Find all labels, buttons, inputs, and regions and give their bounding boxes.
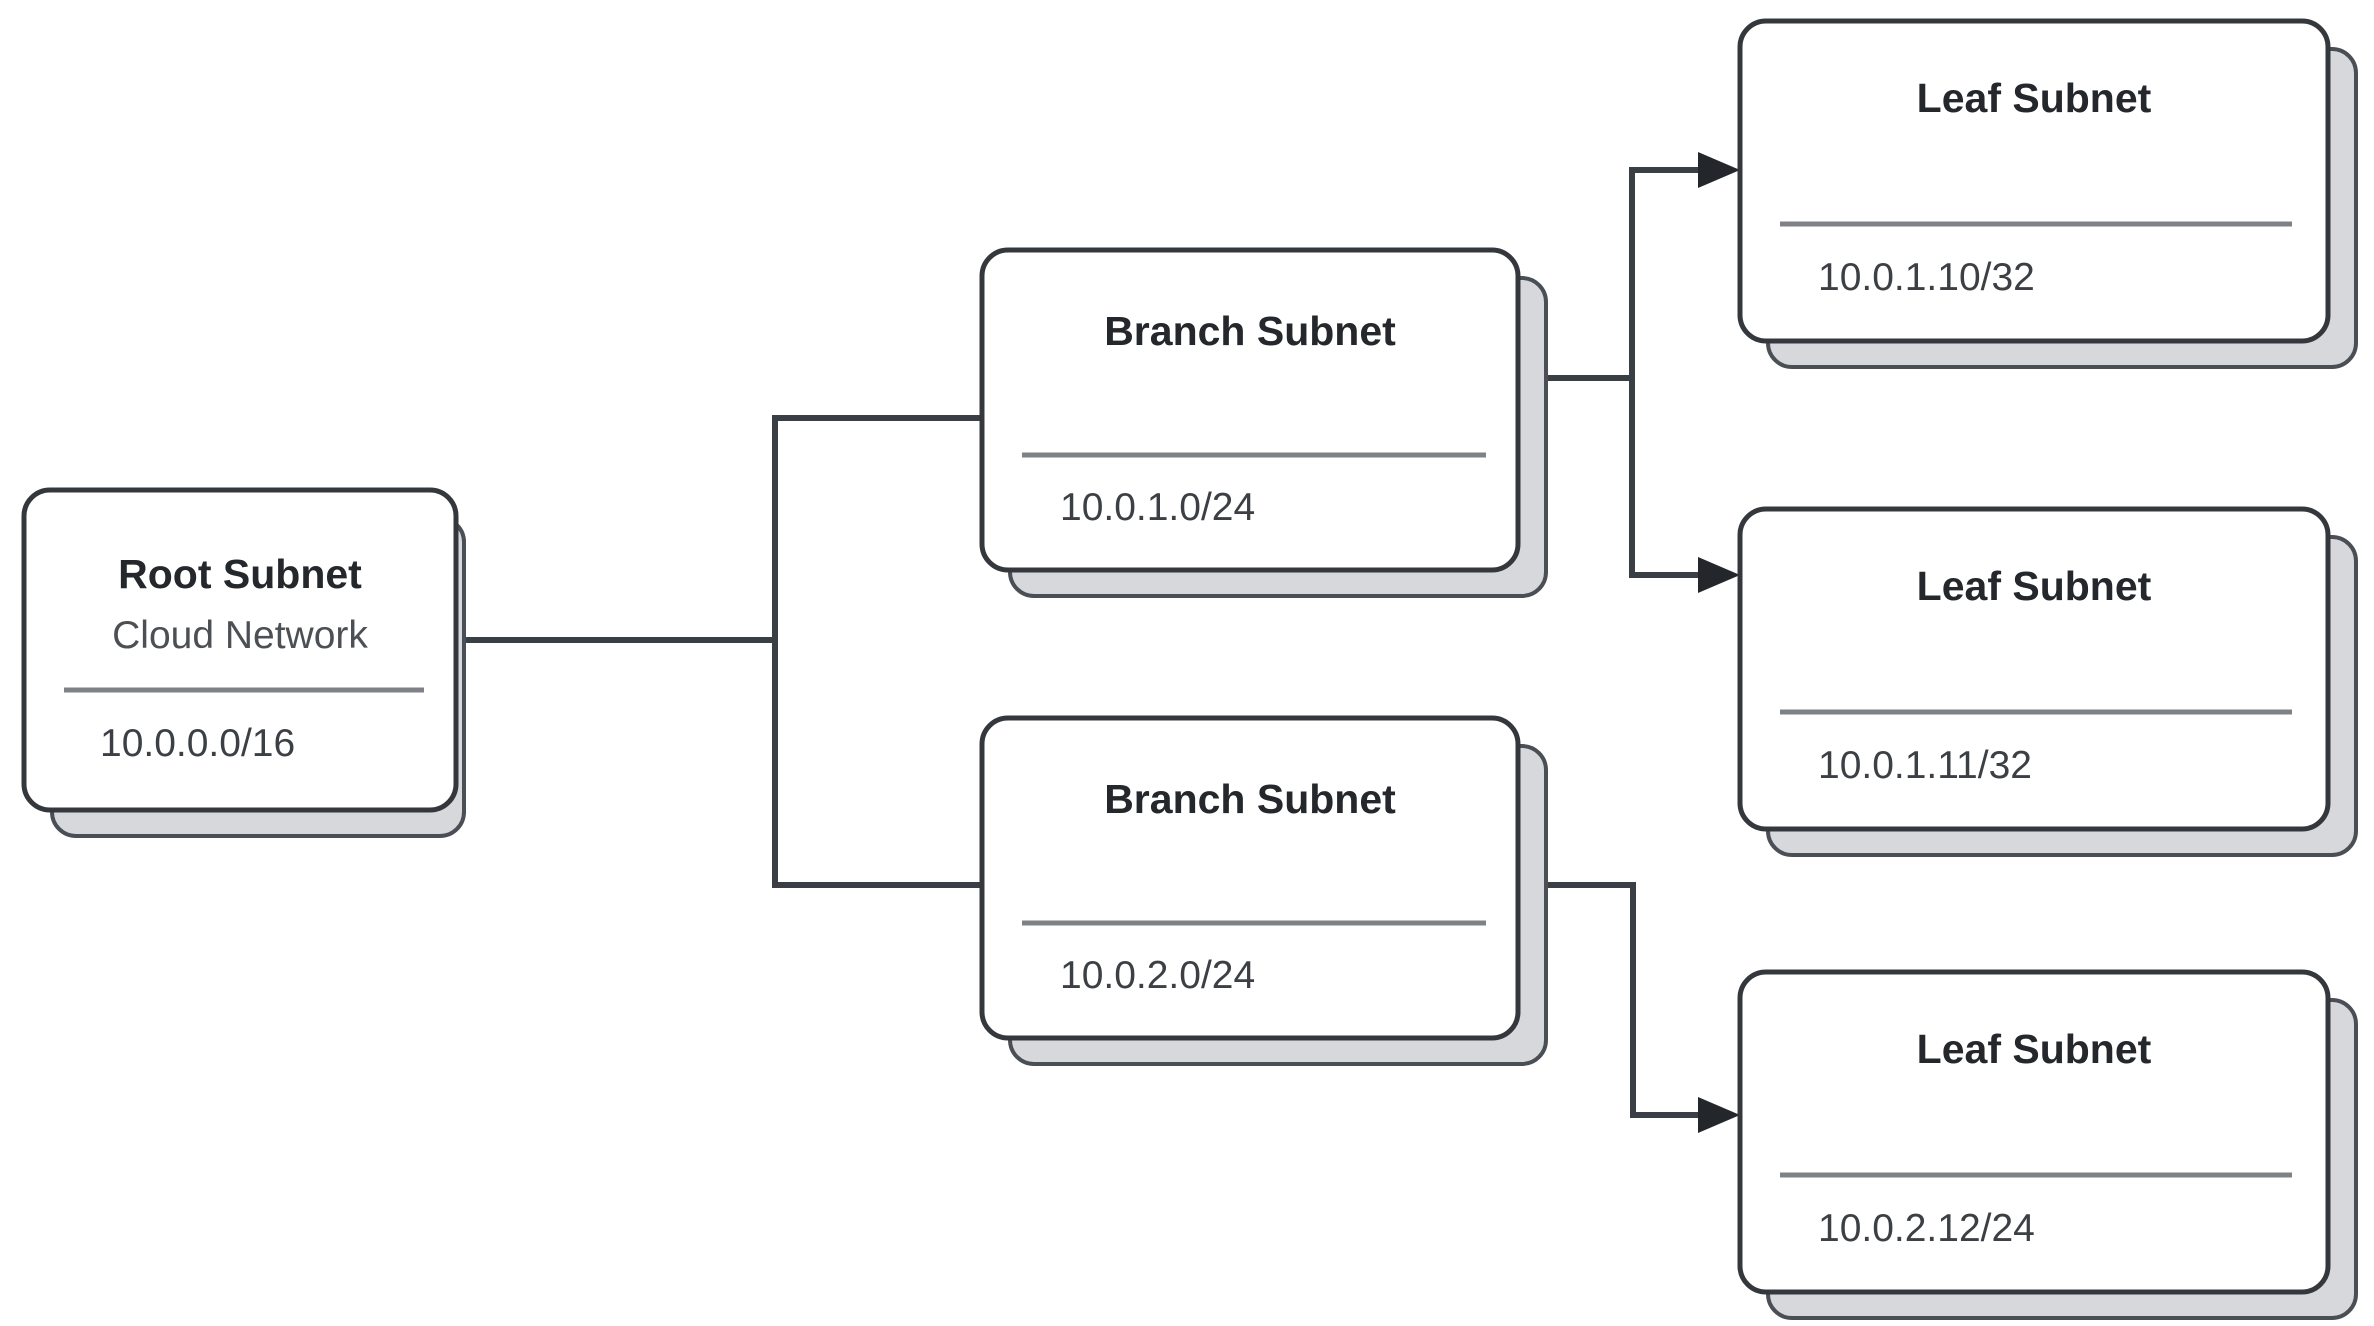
leaf-1-card-title: Leaf Subnet xyxy=(1917,75,2152,121)
node-branch-subnet-2[interactable]: Branch Subnet 10.0.2.0/24 xyxy=(979,715,1548,1066)
root-card-title: Root Subnet xyxy=(118,551,362,597)
branch-2-card-body xyxy=(979,715,1521,1041)
branch-2-card-title: Branch Subnet xyxy=(1104,776,1396,822)
branch-1-card-body xyxy=(979,247,1521,573)
node-branch-subnet-1[interactable]: Branch Subnet 10.0.1.0/24 xyxy=(979,247,1548,598)
node-root-subnet[interactable]: Root Subnet Cloud Network 10.0.0.0/16 xyxy=(21,487,466,838)
edge-branch-1-to-leaf-1 xyxy=(1518,167,1700,381)
edge-branch-1-to-leaf-2 xyxy=(1629,378,1700,578)
root-card-cidr: 10.0.0.0/16 xyxy=(100,722,295,765)
branch-2-card-cidr: 10.0.2.0/24 xyxy=(1060,954,1255,997)
branch-1-card-cidr: 10.0.1.0/24 xyxy=(1060,486,1255,529)
edge-root-to-branch-1 xyxy=(455,415,1000,643)
node-leaf-subnet-3[interactable]: Leaf Subnet 10.0.2.12/24 xyxy=(1737,969,2358,1320)
leaf-2-card-title: Leaf Subnet xyxy=(1917,563,2152,609)
leaf-1-card-cidr: 10.0.1.10/32 xyxy=(1818,256,2035,299)
arrowhead-branch-1-to-leaf-2 xyxy=(1698,557,1740,593)
connector-group-root-to-branches xyxy=(455,400,1040,903)
arrowhead-branch-2-to-leaf-3 xyxy=(1698,1097,1740,1133)
leaf-3-card-body xyxy=(1737,969,2331,1295)
arrowhead-branch-1-to-leaf-1 xyxy=(1698,152,1740,188)
edge-root-to-branch-2 xyxy=(772,640,1000,888)
connector-group-branch2-to-leaf xyxy=(1518,882,1740,1133)
node-leaf-subnet-2[interactable]: Leaf Subnet 10.0.1.11/32 xyxy=(1737,506,2358,857)
leaf-3-card-cidr: 10.0.2.12/24 xyxy=(1818,1207,2035,1250)
leaf-2-card-body xyxy=(1737,506,2331,832)
leaf-3-card-title: Leaf Subnet xyxy=(1917,1026,2152,1072)
leaf-1-card-body xyxy=(1737,18,2331,344)
node-leaf-subnet-1[interactable]: Leaf Subnet 10.0.1.10/32 xyxy=(1737,18,2358,369)
connector-group-branch1-to-leaves xyxy=(1518,152,1740,593)
leaf-2-card-cidr: 10.0.1.11/32 xyxy=(1818,744,2032,787)
branch-1-card-title: Branch Subnet xyxy=(1104,308,1396,354)
root-card-body xyxy=(21,487,459,813)
edge-branch-2-to-leaf-3 xyxy=(1518,882,1700,1118)
root-card-subtitle: Cloud Network xyxy=(112,614,368,657)
